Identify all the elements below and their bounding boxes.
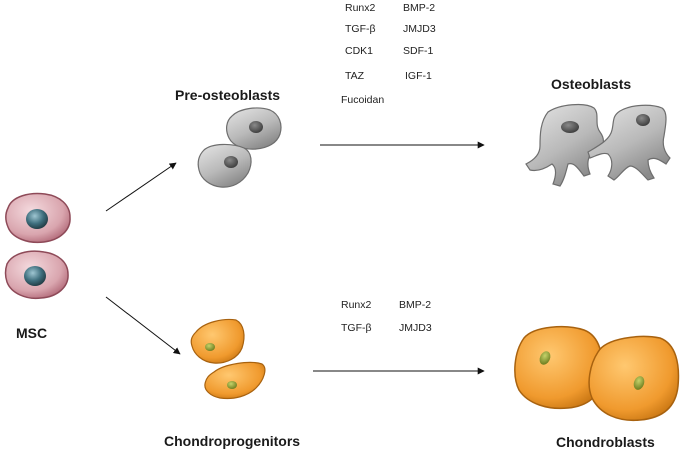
label-pre-osteoblasts: Pre-osteoblasts (175, 87, 281, 103)
osteoblast-cells (525, 103, 671, 187)
msc-nucleus-top (26, 209, 48, 229)
msc-cell-top (5, 192, 71, 244)
pre-osteoblast-bottom (197, 143, 252, 188)
chondroblast-left (514, 325, 604, 410)
osteo-factor: TAZ (345, 70, 365, 82)
chondroprogenitor-bottom (204, 361, 266, 400)
osteo-factor: Fucoidan (341, 94, 385, 106)
osteo-factor: CDK1 (345, 45, 374, 57)
label-chondroprogenitors: Chondroprogenitors (164, 433, 301, 449)
pre-osteoblast-top (226, 107, 282, 150)
osteo-factor: Runx2 (345, 2, 376, 14)
chondroblast-right (588, 335, 680, 422)
msc-nucleus-bottom (24, 266, 46, 286)
pre-osteoblast-cells (197, 107, 282, 188)
osteo-factor: BMP-2 (403, 2, 436, 14)
arrow-msc-to-pre-osteoblasts (105, 162, 177, 212)
chondro-factor: BMP-2 (399, 299, 432, 311)
chondroprogenitor-top (190, 318, 245, 364)
osteo-factor: TGF-β (345, 23, 376, 35)
osteo-factor: SDF-1 (403, 45, 434, 57)
label-osteoblasts: Osteoblasts (551, 76, 632, 92)
osteoblast-left (525, 103, 604, 187)
chondro-factor: Runx2 (341, 299, 372, 311)
chondro-factor: TGF-β (341, 322, 372, 334)
osteo-factor: IGF-1 (405, 70, 432, 82)
label-chondroblasts: Chondroblasts (556, 434, 655, 450)
chondroprogenitor-cells (190, 318, 266, 400)
osteoblast-right (587, 104, 671, 181)
msc-cell-bottom (4, 250, 69, 300)
osteo-factor: JMJD3 (403, 23, 436, 35)
arrow-msc-to-chondroprogenitors (105, 296, 181, 355)
chondro-factor: JMJD3 (399, 322, 432, 334)
chondroblast-cells (514, 325, 680, 422)
msc-cells (4, 192, 71, 300)
label-msc: MSC (16, 325, 48, 341)
